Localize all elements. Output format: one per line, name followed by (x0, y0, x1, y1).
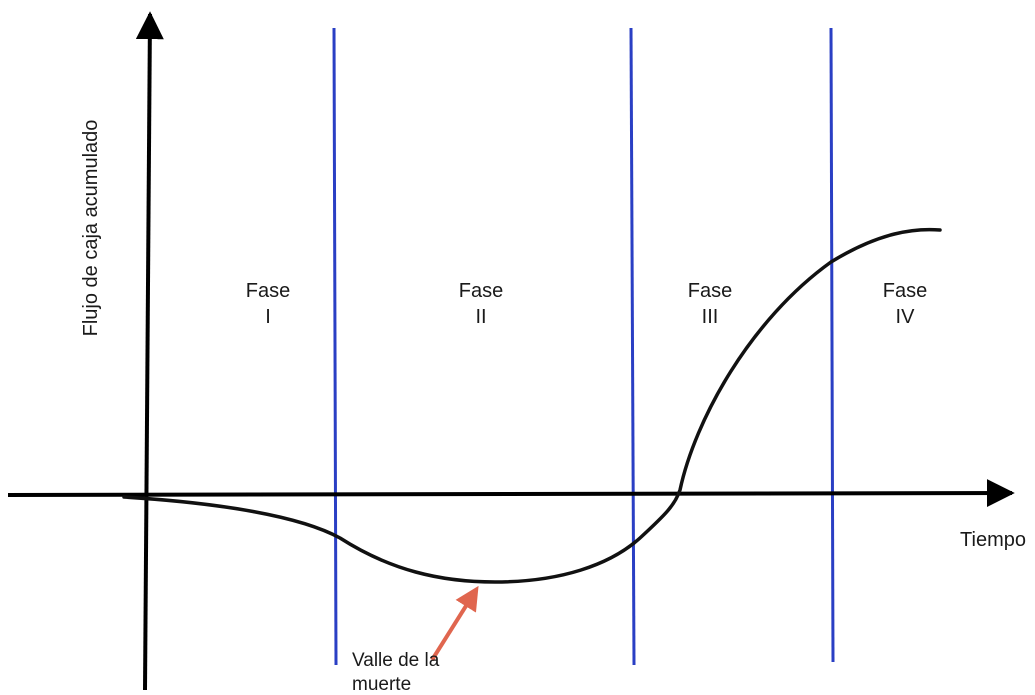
phase-1-numeral: I (265, 306, 271, 328)
cash-flow-curve (122, 227, 942, 584)
x-axis-label: Tiempo (960, 529, 1026, 551)
phase-divider-2 (629, 27, 636, 666)
phase-divider-1 (332, 27, 338, 666)
x-axis (7, 479, 1015, 508)
phase-divider-3 (829, 27, 835, 663)
phase-4-numeral: IV (896, 306, 916, 328)
phase-2-numeral: II (475, 306, 486, 328)
phase-3-title: Fase (688, 280, 732, 302)
valley-label-line2: muerte (352, 674, 411, 695)
valley-arrow (430, 585, 479, 662)
phase-3-numeral: III (702, 306, 719, 328)
phase-2-title: Fase (459, 280, 503, 302)
phase-4-title: Fase (883, 280, 927, 302)
y-axis-label: Flujo de caja acumulado (80, 120, 102, 337)
phase-1-title: Fase (246, 280, 290, 302)
y-axis (135, 11, 164, 691)
valley-label-line1: Valle de la (352, 650, 440, 671)
